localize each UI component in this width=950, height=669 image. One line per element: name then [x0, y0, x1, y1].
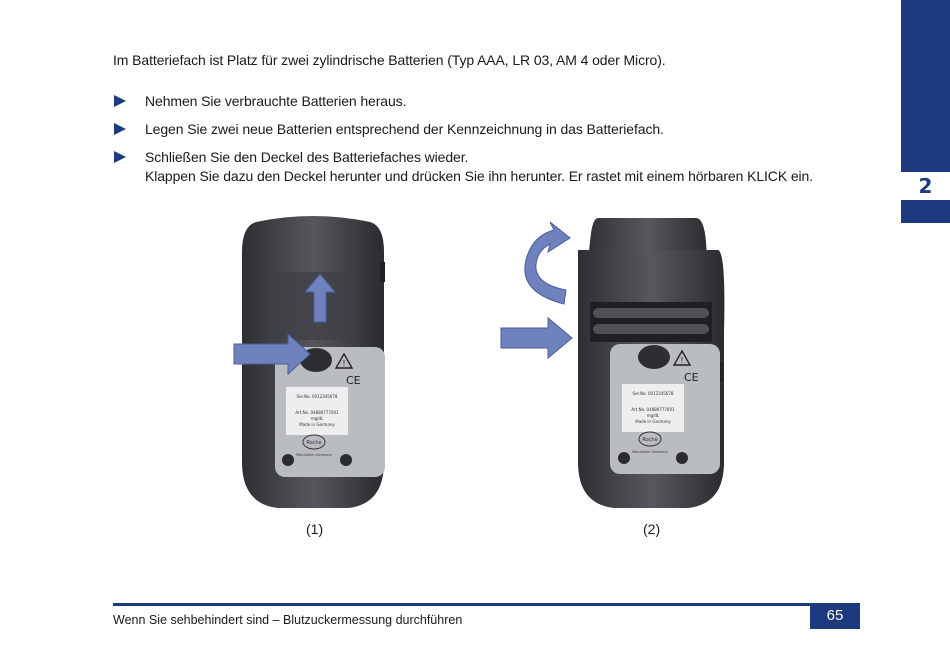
step-text-line-2: Klappen Sie dazu den Deckel herunter und…	[145, 168, 814, 184]
brand-logo: Roche	[306, 440, 321, 446]
label-area: Ser.No. 0012345678 Art.No. 04880777001 m…	[286, 387, 348, 435]
label-line-1: Ser.No. 0012345678	[297, 394, 338, 399]
label-line-2: Art.No. 04880777001	[295, 410, 339, 415]
step-text: Nehmen Sie verbrauchte Batterien heraus.	[145, 93, 407, 109]
figure-device-open: Ser.No. 0012345678 Art.No. 04880777001 m…	[498, 212, 728, 512]
curved-arrow-icon	[524, 221, 571, 305]
step-text: Schließen Sie den Deckel des Batteriefac…	[145, 148, 813, 186]
warning-icon: !	[672, 349, 692, 366]
bullet-triangle-icon	[113, 120, 127, 138]
svg-text:!: !	[342, 359, 345, 368]
label-line-4: Made in Germany	[635, 419, 671, 424]
svg-text:!: !	[680, 356, 683, 365]
bullet-triangle-icon	[113, 148, 127, 166]
step-text: Legen Sie zwei neue Batterien entspreche…	[145, 121, 664, 137]
label-area: Ser.No. 0012345678 Art.No. 04880777001 m…	[622, 384, 684, 432]
chapter-tab-bar-lower	[901, 200, 950, 223]
brand-logo: Roche	[642, 437, 657, 443]
label-line-3: mg/dL	[311, 416, 324, 421]
footer-text: Wenn Sie sehbehindert sind – Blutzuckerm…	[113, 613, 463, 627]
arrow-up-icon	[303, 273, 337, 323]
ce-mark-icon: CE	[346, 374, 361, 387]
page-number: 65	[810, 603, 860, 629]
ce-mark-icon: CE	[684, 371, 699, 384]
maker-text: Mannheim Germany	[632, 450, 668, 454]
figure-caption-1: (1)	[306, 521, 324, 537]
bullet-triangle-icon	[113, 92, 127, 110]
footer-divider	[113, 603, 859, 606]
chapter-tab-bar	[901, 0, 950, 172]
figure-device-closed: Ser.No. 0012345678 Art.No. 04880777001 m…	[228, 212, 398, 512]
intro-paragraph: Im Batteriefach ist Platz für zwei zylin…	[113, 52, 666, 68]
maker-text: Mannheim Germany	[296, 453, 332, 457]
figure-caption-2: (2)	[643, 521, 661, 537]
label-line-1: Ser.No. 0012345678	[633, 391, 674, 396]
chapter-tab-number: 2	[901, 172, 950, 200]
label-line-2: Art.No. 04880777001	[631, 407, 675, 412]
warning-icon: !	[334, 352, 354, 369]
label-line-4: Made in Germany	[299, 422, 335, 427]
arrow-right-icon	[500, 316, 573, 360]
arrow-right-icon	[233, 332, 311, 376]
step-text-line-1: Schließen Sie den Deckel des Batteriefac…	[145, 149, 469, 165]
label-line-3: mg/dL	[647, 413, 660, 418]
